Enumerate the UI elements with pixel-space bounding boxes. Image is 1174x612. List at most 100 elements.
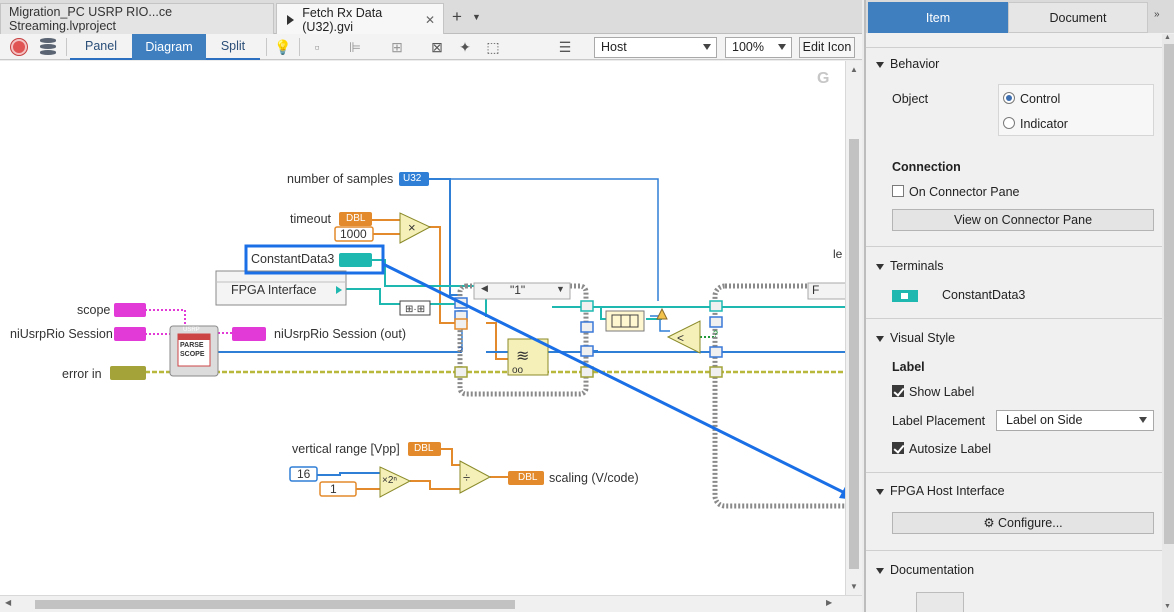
configure-button-label: Configure... [998,516,1063,530]
section-visual-style[interactable]: Visual Style [876,331,955,345]
constant-data3-terminal[interactable] [339,253,372,267]
const-1000-value: 1000 [340,227,367,241]
parse-scope-text-1: PARSE [180,342,204,349]
label-control: Control [1020,92,1060,106]
scroll-up-icon[interactable]: ▲ [1164,34,1171,41]
label-scaling: scaling (V/code) [549,471,639,485]
cleanup-icon[interactable]: ⊠ [428,38,446,56]
collapse-panel-icon[interactable]: » [1154,9,1160,20]
divider [866,246,1162,247]
scroll-up-icon[interactable]: ▲ [850,65,858,74]
label-placement-select[interactable]: Label on Side [996,410,1154,431]
g-watermark: G [817,70,829,88]
dbl-tag-timeout: DBL [346,213,365,224]
svg-text:÷: ÷ [463,470,470,485]
add-tab-button[interactable]: + [452,7,462,27]
scope-terminal[interactable] [114,303,146,317]
align-icon[interactable]: ⊫ [346,38,364,56]
group-icon[interactable]: ▫ [308,38,326,56]
checkbox-show-label[interactable] [892,385,904,397]
database-icon[interactable] [40,38,56,56]
chevron-down-icon [778,44,786,50]
label-autosize-label: Autosize Label [909,442,991,456]
canvas-vertical-scrollbar[interactable]: ▲ ▼ [845,61,862,595]
execution-target-select[interactable]: Host [594,37,717,58]
radio-indicator[interactable] [1003,117,1015,129]
properties-scroll-thumb[interactable] [1164,44,1174,544]
scroll-down-icon[interactable]: ▼ [1164,603,1171,610]
wire-pow2-out [410,481,462,489]
divider [866,472,1162,473]
documentation-icon-thumbnail[interactable] [916,592,964,612]
zoom-select[interactable]: 100% [725,37,792,58]
parse-scope-usrp-text: USRP [183,327,200,333]
configure-button[interactable]: ⚙ Configure... [892,512,1154,534]
tab-list-dropdown-icon[interactable]: ▼ [472,12,481,22]
abort-icon[interactable] [11,39,27,55]
properties-tabs: Item Document » [866,0,1174,33]
tab-fetch-rx-data[interactable]: Fetch Rx Data (U32).gvi ✕ [276,3,444,35]
label-number-of-samples: number of samples [287,172,393,186]
distribute-icon[interactable]: ⊞ [388,38,406,56]
terminal-type-icon [892,290,918,302]
session-terminal[interactable] [114,327,146,341]
tab-fetch-rx-data-label: Fetch Rx Data (U32).gvi [302,6,417,34]
session-out-terminal[interactable] [232,327,266,341]
close-tab-icon[interactable]: ✕ [425,13,435,27]
view-on-connector-pane-button[interactable]: View on Connector Pane [892,209,1154,231]
case-dropdown-icon[interactable]: ▼ [556,284,565,294]
canvas-horizontal-scrollbar[interactable]: ◀ ▶ [0,595,862,612]
wire-number-of-samples [428,179,462,295]
panel-view-button[interactable]: Panel [70,34,132,60]
section-terminals[interactable]: Terminals [876,259,944,273]
select-region-icon[interactable]: ⬚ [484,38,502,56]
label-label-placement: Label Placement [892,414,985,428]
const-1-value: 1 [330,482,337,496]
tab-project[interactable]: Migration_PC USRP RIO...ce Streaming.lvp… [0,3,274,34]
radio-control[interactable] [1003,92,1015,104]
edit-icon-button[interactable]: Edit Icon [799,37,855,58]
label-show-label: Show Label [909,385,974,399]
tunnel-loop-3 [710,347,722,357]
tunnel-case-out-3 [581,346,593,356]
sparkle-icon[interactable]: ✦ [456,38,474,56]
scroll-right-icon[interactable]: ▶ [826,598,832,607]
vertical-scroll-thumb[interactable] [849,139,859,569]
block-diagram-canvas[interactable]: × < ≋ oo ⊞·⊞ ÷ [0,61,845,595]
toolbar: Panel Diagram Split 💡 ▫ ⊫ ⊞ ⊠ ✦ ⬚ ☰ Host… [0,34,862,60]
case-prev-icon[interactable]: ◀ [481,283,488,294]
section-behavior[interactable]: Behavior [876,57,939,71]
partial-label: le [833,247,842,261]
label-error-in: error in [62,367,102,381]
loop-tunnel-q: ? [713,329,718,339]
vi-file-icon [285,14,295,26]
wire-timeout-inner [486,323,508,359]
checkbox-autosize-label[interactable] [892,442,904,454]
tab-document[interactable]: Document [1008,2,1148,33]
list-view-icon[interactable]: ☰ [556,38,574,56]
label-timeout: timeout [290,212,331,226]
properties-scrollbar[interactable]: ▲ ▼ [1162,34,1174,612]
tunnel-loop-2 [710,317,722,327]
tab-project-label: Migration_PC USRP RIO...ce Streaming.lvp… [9,5,265,33]
scroll-down-icon[interactable]: ▼ [850,582,858,591]
tunnel-case-error-in [455,367,467,377]
section-fpga-host-interface[interactable]: FPGA Host Interface [876,484,1005,498]
tab-item[interactable]: Item [868,2,1008,33]
diagram-view-button[interactable]: Diagram [132,34,206,60]
const-1[interactable] [320,482,356,496]
lightbulb-icon[interactable]: 💡 [274,38,292,56]
section-documentation[interactable]: Documentation [876,563,974,577]
wires-layer: × < ≋ oo ⊞·⊞ ÷ [0,61,845,595]
toolbar-divider [66,38,67,56]
scroll-left-icon[interactable]: ◀ [5,598,11,607]
checkbox-on-connector-pane[interactable] [892,185,904,197]
horizontal-scroll-thumb[interactable] [35,600,515,609]
error-in-terminal[interactable] [110,366,146,380]
svg-text:×: × [408,220,416,235]
split-view-button[interactable]: Split [206,34,260,60]
tunnel-loop-1 [710,301,722,311]
chevron-down-icon [703,44,711,50]
tunnel-loop-error [710,367,722,377]
wire-vertical-range [440,449,462,465]
